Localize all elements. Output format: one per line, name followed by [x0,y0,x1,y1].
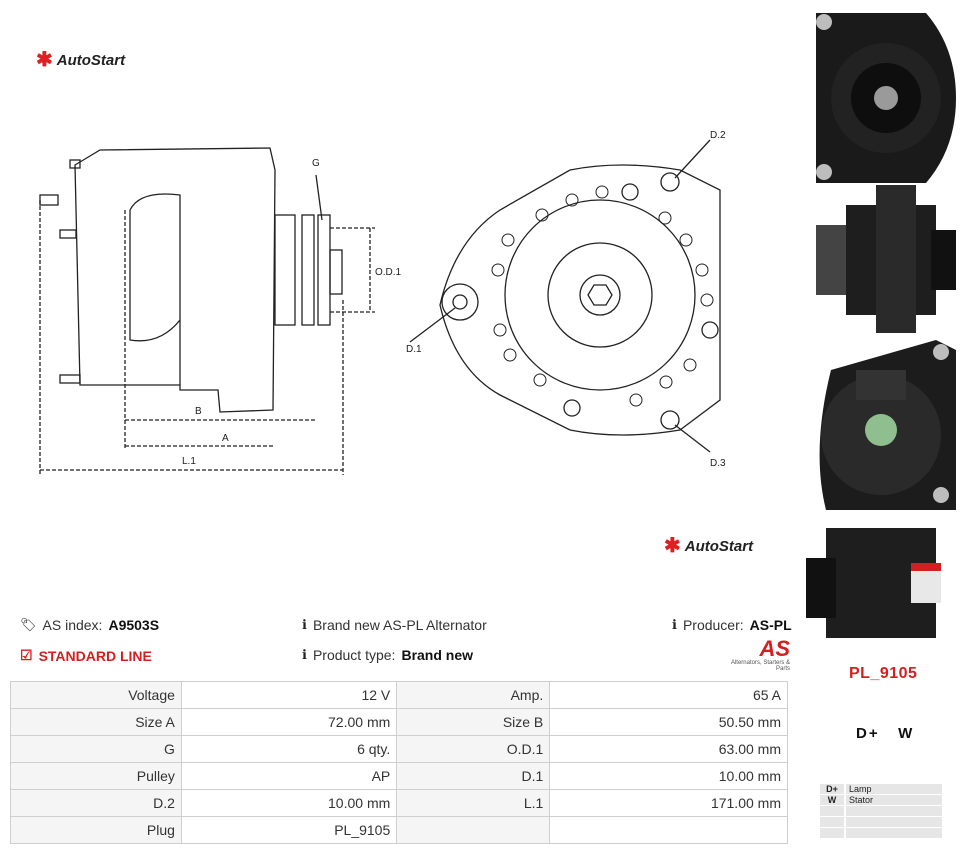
brand-name: AutoStart [56,51,126,69]
legend-value: Lamp [845,784,942,795]
plug-pins: D+ W [856,725,915,742]
spec-value: AP [180,762,398,790]
spec-label: Size A [10,708,182,736]
as-index: 🏷 AS index: A9503S [20,617,159,633]
product-photo-rear [806,340,956,512]
info-icon: ℹ [302,617,307,632]
label-b: B [195,406,202,417]
spec-value: 12 V [180,681,398,709]
checkbox-icon: ☑ [20,647,33,663]
legend-value [845,816,942,828]
spec-label: Pulley [10,762,182,790]
spec-label: Plug [10,816,182,844]
spec-value: 10.00 mm [180,789,398,817]
spec-label: D.2 [10,789,182,817]
plug-code: PL_9105 [849,665,918,682]
tags-icon: 🏷 [20,617,37,632]
legend-key [820,827,846,839]
legend-key [820,805,846,817]
spec-value: 6 qty. [180,735,398,763]
brand-logo: ✱ AutoStart [36,50,125,70]
legend-value [845,805,942,817]
legend-value: Stator [845,794,942,806]
spec-value: 63.00 mm [549,735,788,763]
legend-row [820,816,942,828]
spec-value: 65 A [549,681,788,709]
product-photo-front [806,8,956,188]
pulley-right [317,214,331,326]
spec-label: L.1 [396,789,551,817]
info-icon: ℹ [672,617,677,632]
product-photo-side [806,185,956,333]
legend-key: W [820,794,846,806]
technical-drawing: G O.D.1 A B L.1 D.1 D.2 D.3 [39,130,726,475]
producer-tagline: Alternators, Starters & Parts [730,660,790,672]
product-photo-side2 [806,518,956,646]
producer-logo-text: AS [759,636,790,661]
label-d1: D.1 [406,344,422,355]
producer: ℹ Producer: AS-PL [672,617,792,633]
as-index-label: AS index: [42,617,103,633]
producer-value: AS-PL [749,617,792,633]
product-description: ℹ Brand new AS-PL Alternator [302,617,487,633]
product-type-value: Brand new [401,647,474,663]
side-front-plate [274,214,296,326]
product-description-text: Brand new AS-PL Alternator [312,617,487,633]
producer-logo: AS Alternators, Starters & Parts [716,636,790,673]
info-icon: ℹ [302,647,307,662]
spec-label: Amp. [396,681,551,709]
product-type-label: Product type: [312,647,396,663]
side-housing [74,147,276,413]
spec-label: G [10,735,182,763]
standard-line: ☑ STANDARD LINE [20,647,152,664]
legend-row: D+Lamp [820,784,942,795]
product-type: ℹ Product type: Brand new [302,647,473,663]
mount-hole-d2 [660,172,680,192]
standard-line-label: STANDARD LINE [38,647,152,664]
spec-value: PL_9105 [180,816,398,844]
legend-row [820,827,942,839]
label-d3: D.3 [710,458,726,469]
mount-hole-d1 [441,283,479,321]
label-a: A [222,433,229,444]
spec-value: 10.00 mm [549,762,788,790]
legend-key: D+ [820,784,846,795]
label-l1: L.1 [182,456,196,467]
spec-label [396,816,551,844]
spec-value: 50.50 mm [549,708,788,736]
legend-value [845,827,942,839]
label-d2: D.2 [710,130,726,141]
spec-label: O.D.1 [396,735,551,763]
pulley-left [301,214,315,326]
autostart-logo-icon: ✱ [664,535,681,557]
label-od1: O.D.1 [375,267,402,278]
spec-label: D.1 [396,762,551,790]
label-g: G [312,158,320,169]
legend-key [820,816,846,828]
spec-label: Voltage [10,681,182,709]
autostart-logo-icon: ✱ [36,49,53,71]
spec-value: 72.00 mm [180,708,398,736]
mount-hole-d3 [660,410,680,430]
as-index-value: A9503S [108,617,160,633]
brand-logo-secondary: ✱ AutoStart [664,536,753,556]
spec-label: Size B [396,708,551,736]
brand-name-secondary: AutoStart [684,537,754,555]
legend-row [820,805,942,817]
shaft-nut [329,249,343,295]
front-housing [439,164,721,436]
spec-value [549,816,788,844]
spec-value: 171.00 mm [549,789,788,817]
producer-label: Producer: [682,617,744,633]
